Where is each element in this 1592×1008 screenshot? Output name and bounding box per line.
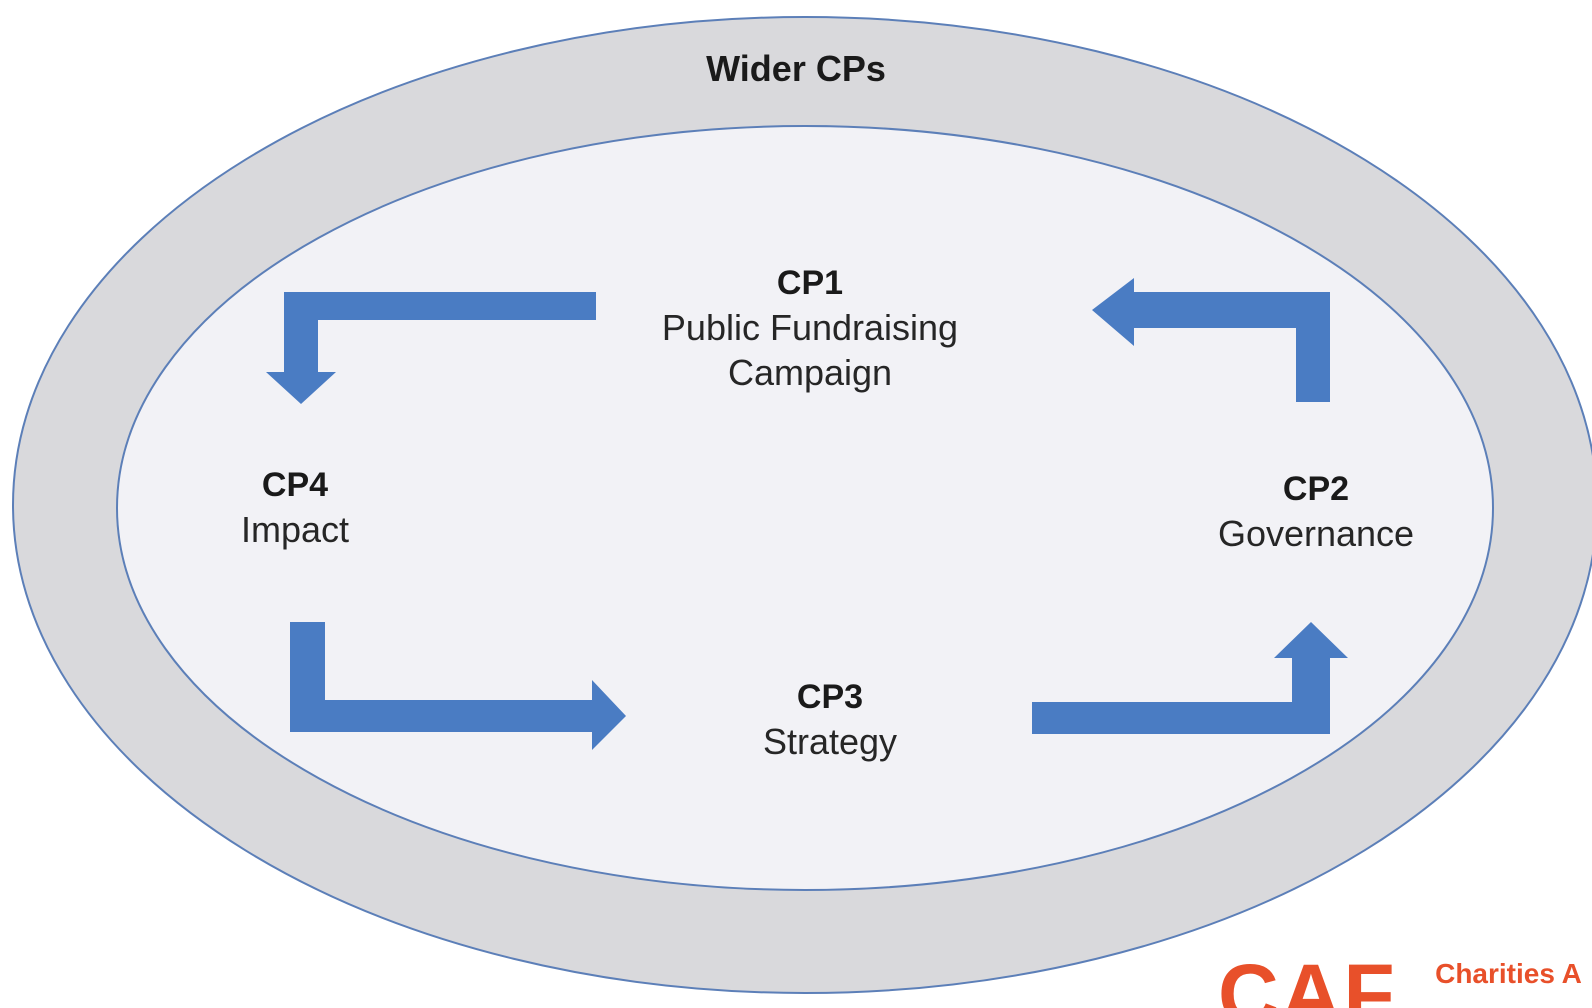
node-cp4-name: Impact (240, 508, 350, 550)
outer-ring-title: Wider CPs (706, 48, 886, 89)
node-cp3-code: CP3 (796, 678, 864, 716)
node-cp1-name-line2: Campaign (727, 351, 893, 393)
node-cp4-code: CP4 (261, 466, 329, 504)
node-cp1: CP1 Public Fundraising Campaign (600, 262, 1020, 395)
node-cp1-code: CP1 (776, 264, 844, 302)
arrow-cp2-to-cp1 (1092, 278, 1330, 402)
node-cp3-name: Strategy (762, 720, 898, 762)
node-cp2: CP2 Governance (1196, 468, 1436, 556)
caf-logo-text: Charities A (1435, 958, 1582, 989)
node-cp4: CP4 Impact (190, 464, 400, 552)
node-cp3: CP3 Strategy (720, 676, 940, 764)
node-cp2-name: Governance (1217, 512, 1415, 554)
caf-logo-mark: CAF (1218, 952, 1397, 1008)
arrow-cp4-to-cp3 (290, 622, 626, 750)
arrow-cp3-to-cp2 (1032, 622, 1348, 734)
caf-logo: CAF Charities A (1218, 952, 1582, 1008)
arrow-cp1-to-cp4 (266, 292, 596, 404)
node-cp2-code: CP2 (1282, 470, 1350, 508)
node-cp1-name-line1: Public Fundraising (661, 306, 959, 348)
